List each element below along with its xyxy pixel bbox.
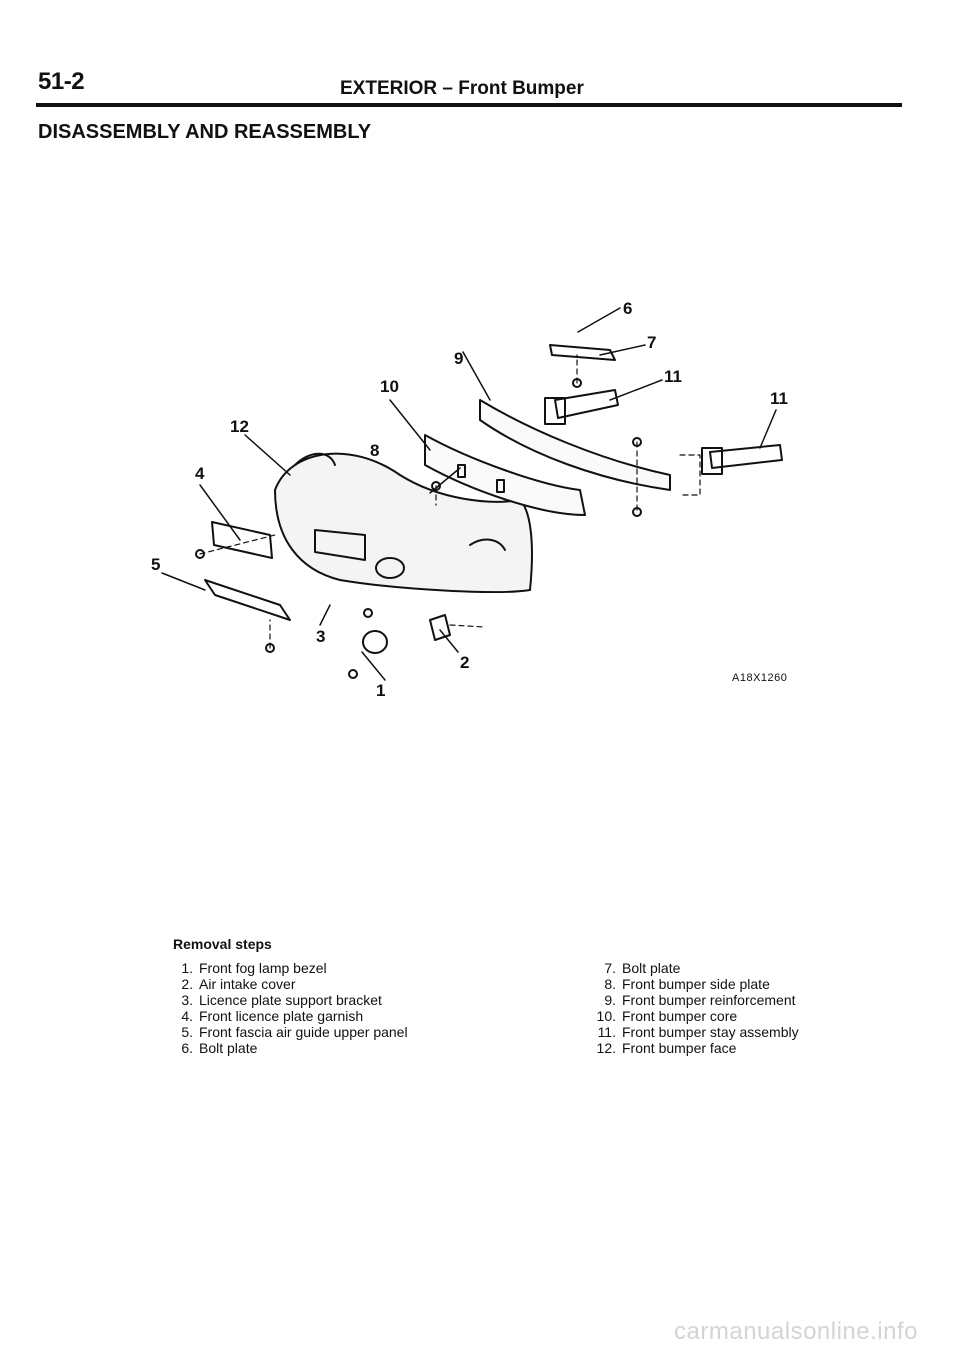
bolt-plate-part <box>549 344 616 361</box>
step-item: 6.Bolt plate <box>181 1040 258 1056</box>
step-item: 12.Front bumper face <box>596 1040 737 1056</box>
step-item: 1.Front fog lamp bezel <box>181 960 327 976</box>
removal-steps-title: Removal steps <box>173 936 272 952</box>
exploded-diagram: 1 2 3 4 5 6 7 8 9 10 11 11 12 <box>140 290 840 700</box>
removal-steps-column-a: 1.Front fog lamp bezel 2.Air intake cove… <box>173 960 408 1056</box>
step-item: 2.Air intake cover <box>181 976 296 992</box>
step-item: 7.Bolt plate <box>604 960 681 976</box>
page-number: 51-2 <box>38 68 85 95</box>
bumper-core-part <box>424 434 586 516</box>
callout-2: 2 <box>460 653 470 672</box>
bumper-stay-left <box>554 389 619 419</box>
air-guide-panel-part <box>204 579 291 621</box>
callout-12: 12 <box>230 417 249 436</box>
callout-1: 1 <box>376 681 386 700</box>
step-item: 9.Front bumper reinforcement <box>604 992 796 1008</box>
callout-9: 9 <box>454 349 464 368</box>
licence-garnish-part <box>211 521 273 559</box>
callout-10: 10 <box>380 377 399 396</box>
callout-7: 7 <box>647 333 657 352</box>
header-rule <box>36 103 902 107</box>
page-heading: DISASSEMBLY AND REASSEMBLY <box>38 121 372 143</box>
step-item: 4.Front licence plate garnish <box>181 1008 364 1024</box>
bumper-stay-right <box>709 444 783 469</box>
step-item: 11.Front bumper stay assembly <box>597 1024 799 1040</box>
callout-3: 3 <box>316 627 326 646</box>
bumper-face-part <box>274 452 533 593</box>
callout-5: 5 <box>151 555 161 574</box>
removal-steps-column-b: 7.Bolt plate 8.Front bumper side plate 9… <box>596 960 799 1056</box>
bumper-reinforcement-part <box>479 399 671 491</box>
air-intake-cover-part <box>429 614 451 641</box>
step-item: 10.Front bumper core <box>596 1008 738 1024</box>
section-title: EXTERIOR – Front Bumper <box>340 78 584 99</box>
callout-11-left: 11 <box>664 367 682 386</box>
step-item: 3.Licence plate support bracket <box>181 992 382 1008</box>
step-item: 5.Front fascia air guide upper panel <box>181 1024 408 1040</box>
callout-4: 4 <box>195 464 205 483</box>
step-item: 8.Front bumper side plate <box>604 976 770 992</box>
callout-11-right: 11 <box>770 389 788 408</box>
watermark: carmanualsonline.info <box>674 1318 918 1345</box>
callout-8: 8 <box>370 441 380 460</box>
fog-lamp-bezel-part <box>362 630 388 654</box>
callout-6: 6 <box>623 299 633 318</box>
figure-code: A18X1260 <box>732 672 788 684</box>
